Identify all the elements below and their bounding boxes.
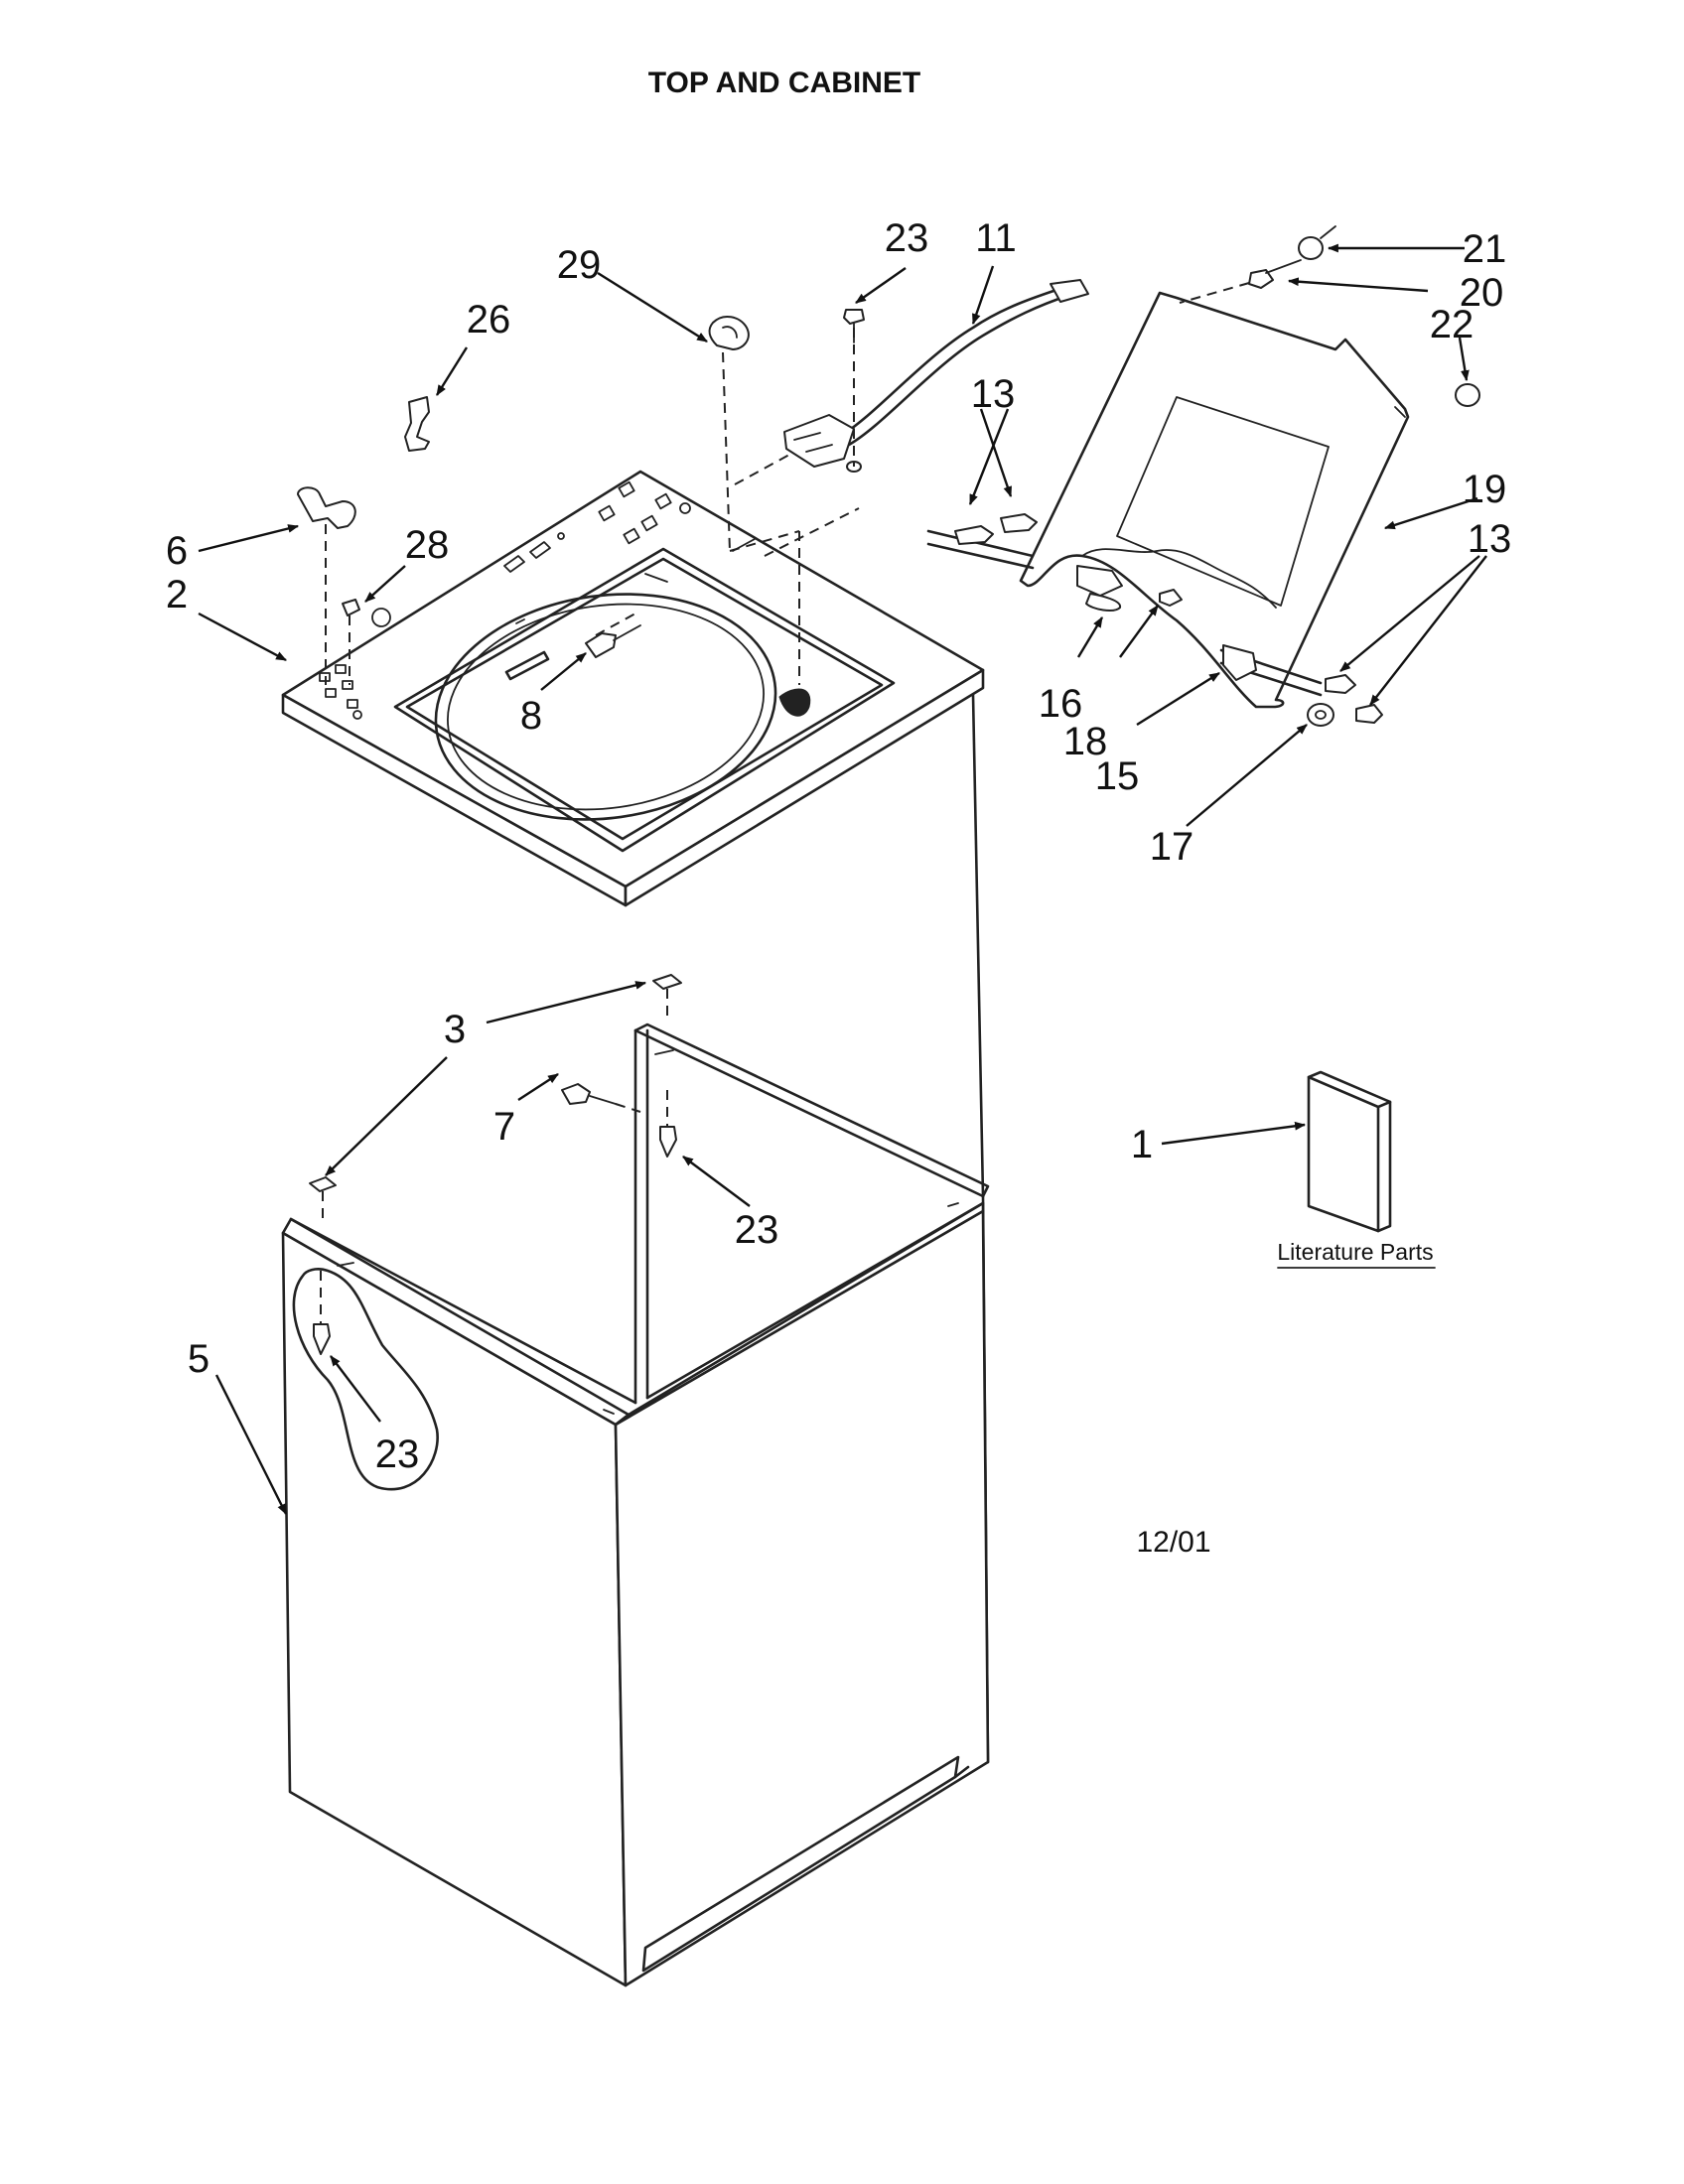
screw-8 <box>585 624 641 658</box>
callout-5: 5 <box>188 1337 210 1381</box>
callout-19: 19 <box>1463 468 1507 511</box>
clip-26 <box>404 396 430 452</box>
callout-23-bottom: 23 <box>375 1433 420 1476</box>
callout-13-lower: 13 <box>1468 517 1512 561</box>
callout-18: 18 <box>1063 720 1108 763</box>
callout-21: 21 <box>1463 227 1507 271</box>
screw-7 <box>561 1083 641 1113</box>
callout-29: 29 <box>557 243 602 287</box>
callout-17: 17 <box>1150 825 1194 869</box>
callout-15: 15 <box>1095 754 1140 798</box>
lid-switch-harness <box>783 279 1089 473</box>
callout-6: 6 <box>166 529 188 573</box>
callout-23-middle: 23 <box>735 1208 779 1252</box>
callout-13-upper: 13 <box>971 372 1016 416</box>
lid <box>1019 291 1410 709</box>
literature-parts-label: Literature Parts <box>1277 1239 1433 1265</box>
callout-22: 22 <box>1430 303 1474 346</box>
callout-11: 11 <box>975 216 1017 260</box>
callout-2: 2 <box>166 573 188 616</box>
leader-lines <box>198 243 1487 1515</box>
callout-28: 28 <box>405 523 450 567</box>
callout-23-top: 23 <box>885 216 929 260</box>
callout-8: 8 <box>520 694 542 738</box>
clip-28 <box>342 599 360 685</box>
callout-16: 16 <box>1039 682 1083 726</box>
callout-20: 20 <box>1460 271 1504 315</box>
clamp-6 <box>297 486 356 685</box>
diagram-title: TOP AND CABINET <box>648 67 920 99</box>
screw-23-cutaway <box>313 1271 331 1355</box>
date-code: 12/01 <box>1136 1526 1210 1559</box>
screw-23-rail <box>659 1090 677 1158</box>
literature-booklet <box>1307 1070 1392 1233</box>
cabinet <box>281 693 990 1987</box>
callout-1: 1 <box>1131 1123 1153 1166</box>
clip-3-upper <box>652 974 682 1023</box>
callout-7: 7 <box>493 1105 515 1149</box>
callout-26: 26 <box>467 298 511 341</box>
top-panel <box>281 470 985 907</box>
hinge-assembly <box>926 225 1480 727</box>
callout-3: 3 <box>444 1008 466 1051</box>
clip-3-lower <box>309 1176 337 1223</box>
